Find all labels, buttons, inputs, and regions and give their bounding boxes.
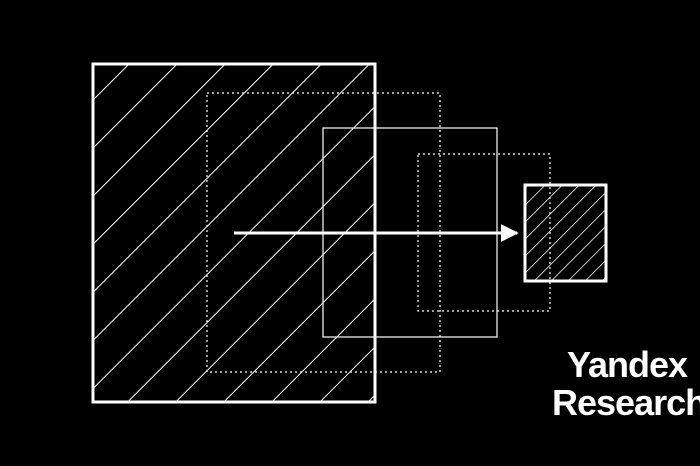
yandex-research-logo: Yandex Research xyxy=(552,346,700,422)
output-region-hatch xyxy=(525,185,606,281)
dotted-layer-1 xyxy=(206,92,441,373)
logo-line-yandex: Yandex xyxy=(567,344,688,385)
logo-line-research: Research xyxy=(552,382,700,423)
output-region-outline xyxy=(523,183,608,283)
